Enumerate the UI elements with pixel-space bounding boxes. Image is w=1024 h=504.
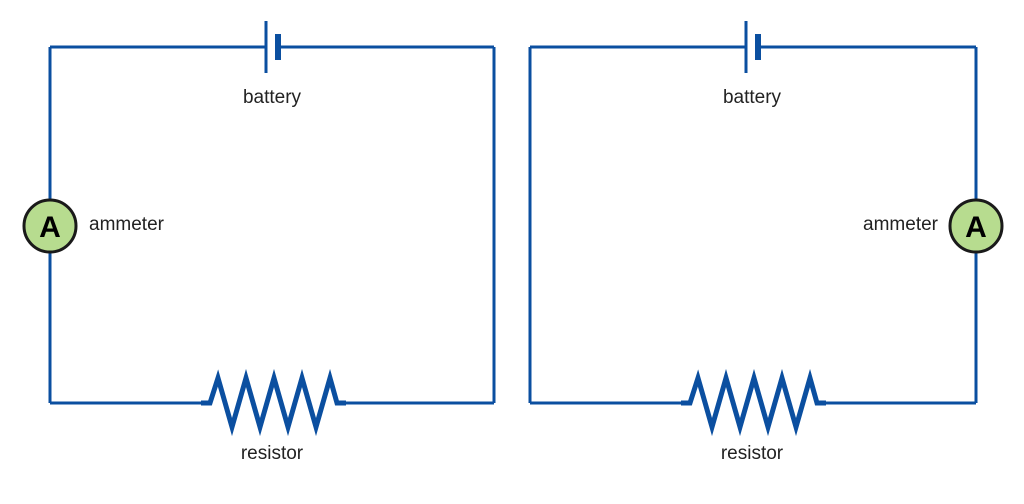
resistor-label: resistor [241,443,304,464]
battery-label: battery [723,87,782,108]
ammeter-icon: A [948,198,1004,254]
ammeter-symbol: A [965,211,987,244]
battery-icon [264,21,281,73]
ammeter-label: ammeter [863,214,939,235]
battery-label: battery [243,87,302,108]
ammeter-label: ammeter [89,214,165,235]
ammeter-icon: A [22,198,78,254]
ammeter-circle [948,198,1004,254]
ammeter-symbol: A [39,211,61,244]
right-circuit: battery A ammeter resistor [528,21,1004,464]
resistor-label: resistor [721,443,784,464]
resistor-icon [201,368,346,437]
left-circuit: battery A ammeter resistor [22,21,496,464]
resistor-icon [681,368,826,437]
battery-icon [744,21,761,73]
ammeter-circle [22,198,78,254]
